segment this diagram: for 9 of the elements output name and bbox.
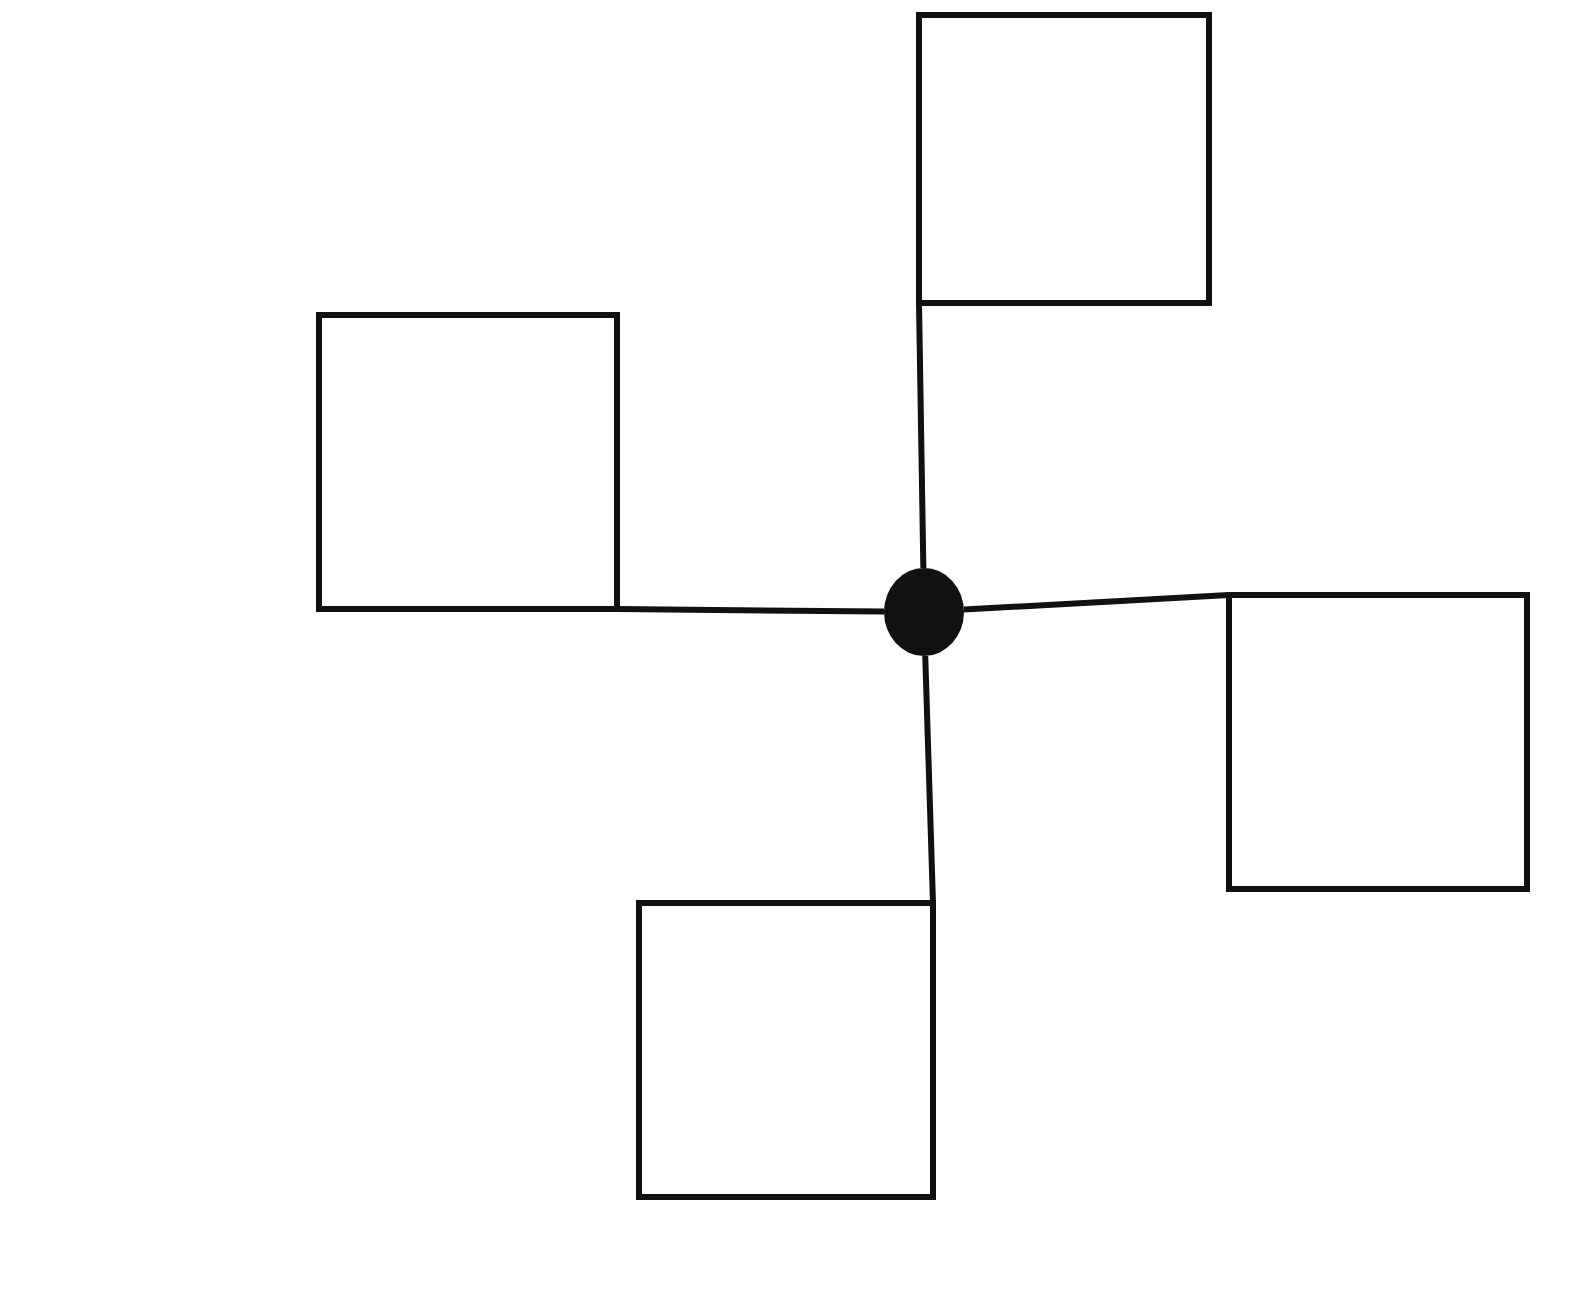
junction-dot <box>884 568 964 656</box>
connector-line <box>616 606 885 615</box>
connector-line <box>963 592 1230 613</box>
square-box <box>1226 592 1530 892</box>
square-box <box>636 900 936 1200</box>
connector-line <box>916 302 927 569</box>
connector-line <box>922 655 936 904</box>
square-box <box>916 12 1212 306</box>
square-box <box>316 312 620 612</box>
